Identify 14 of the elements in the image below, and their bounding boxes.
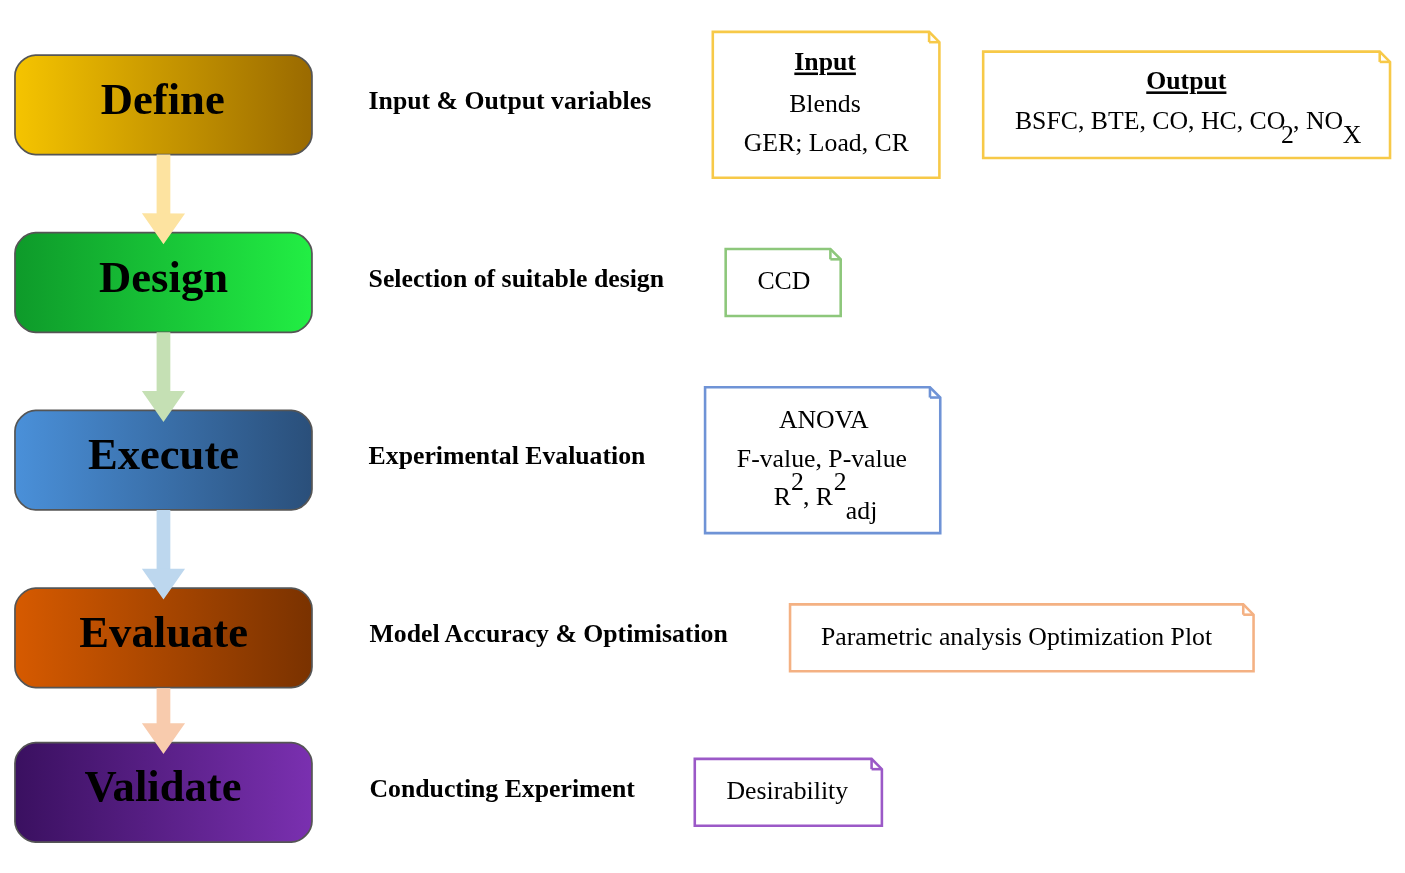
arrow	[141, 331, 186, 422]
node-label: Experimental Evaluation	[368, 440, 646, 470]
node-label: Model Accuracy & Optimisation	[369, 618, 728, 648]
arrow	[141, 154, 186, 244]
arrow	[141, 509, 186, 600]
node-box: Validate	[14, 741, 313, 843]
arrow	[141, 687, 186, 754]
node-box: Design	[14, 231, 313, 333]
node-box: Execute	[14, 409, 313, 511]
node-label: Conducting Experiment	[369, 773, 635, 803]
node-box: Evaluate	[14, 586, 313, 688]
node-label: Selection of suitable design	[368, 263, 665, 293]
node-box: Define	[14, 53, 313, 155]
node-label: Input & Output variables	[368, 85, 652, 115]
